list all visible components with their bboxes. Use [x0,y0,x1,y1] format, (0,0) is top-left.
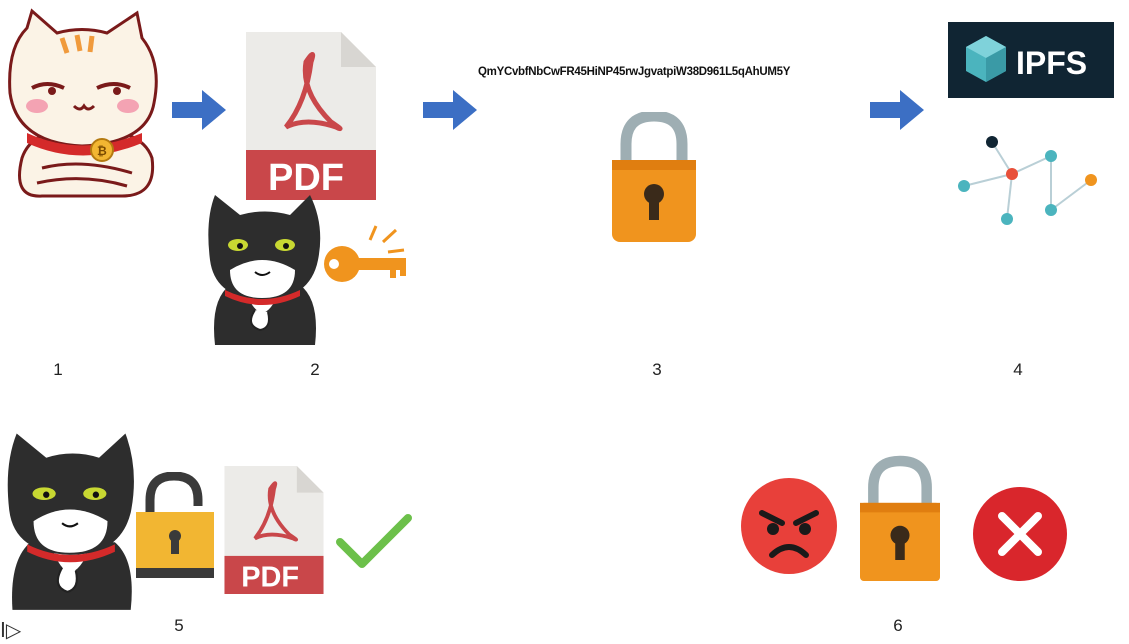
cream-cat-icon: ₿ [8,8,158,198]
step-number: 6 [893,616,903,635]
unlocked-padlock-icon [136,472,214,578]
arrow-right-icon [870,90,924,130]
step-number: 1 [53,360,63,379]
step-number: 2 [310,360,320,379]
pdf-file-icon: PDF [246,32,376,200]
arrow-right-icon [423,90,477,130]
tuxedo-cat-icon [208,195,321,345]
play-control-icon[interactable]: I▷ [0,618,22,642]
step-number: 3 [652,360,662,379]
step-number: 5 [174,616,184,635]
error-x-icon [973,487,1067,581]
checkmark-icon [336,514,412,568]
ipfs-label: IPFS [1016,45,1087,81]
arrow-right-icon [172,90,226,130]
tuxedo-cat-icon [7,433,134,610]
network-graph-icon [958,136,1097,225]
angry-face-icon [741,478,837,574]
step-number: 4 [1013,360,1023,379]
pdf-label: PDF [268,157,344,199]
ipfs-hash-text: QmYCvbfNbCwFR45HiNP45rwJgvatpiW38D961L5q… [478,66,791,78]
svg-text:₿: ₿ [97,144,107,158]
key-icon [324,225,406,282]
pdf-label: PDF [241,561,299,593]
locked-padlock-icon [612,112,696,242]
pdf-file-icon: PDF [224,466,324,594]
ipfs-logo: IPFS [948,22,1114,98]
locked-padlock-icon [860,455,940,581]
